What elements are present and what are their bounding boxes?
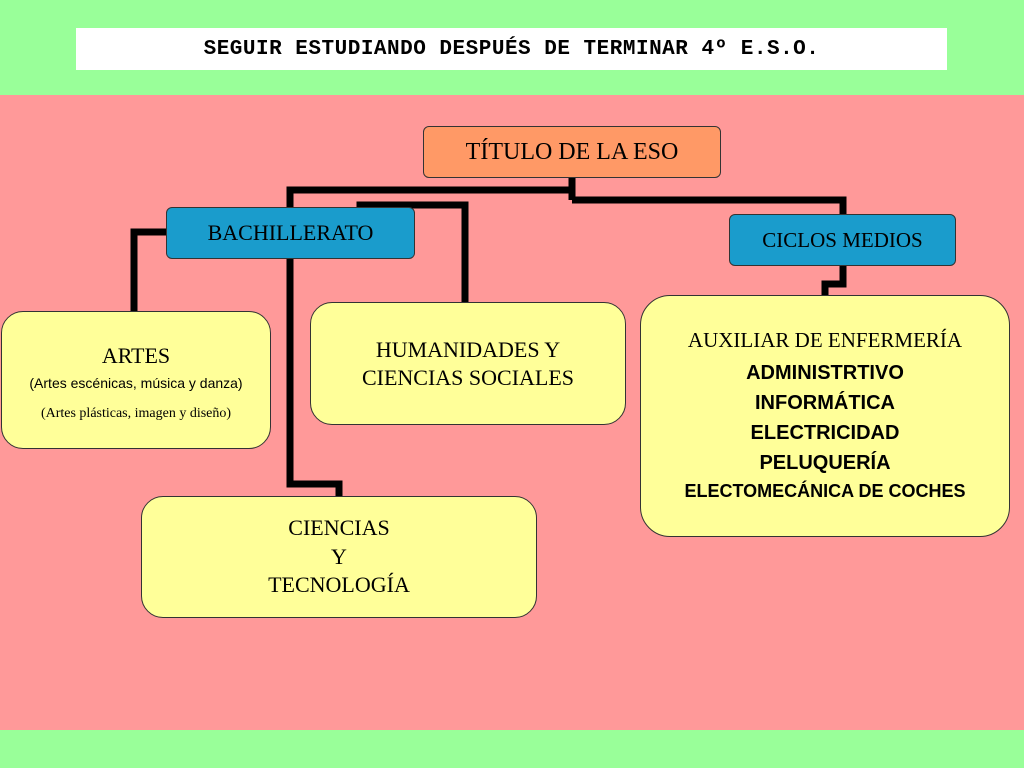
ciclo-item: PELUQUERÍA xyxy=(759,451,891,474)
connector-root-ciclos xyxy=(572,196,847,214)
artes-sub-plasticas: (Artes plásticas, imagen y diseño) xyxy=(40,405,232,421)
branch-node-ciclos-medios: CICLOS MEDIOS xyxy=(729,214,956,266)
ciclos-label: CICLOS MEDIOS xyxy=(762,227,923,252)
bachillerato-label: BACHILLERATO xyxy=(207,220,374,245)
connector-root-bachillerato xyxy=(286,186,572,207)
ciencias-line-1: CIENCIAS xyxy=(288,515,390,541)
ciclo-item: ELECTOMECÁNICA DE COCHES xyxy=(684,480,966,501)
page-title: SEGUIR ESTUDIANDO DESPUÉS DE TERMINAR 4º… xyxy=(76,28,947,70)
root-node-titulo-eso: TÍTULO DE LA ESO xyxy=(423,126,721,178)
leaf-node-ciencias: CIENCIAS Y TECNOLOGÍA xyxy=(141,496,537,618)
root-node-label: TÍTULO DE LA ESO xyxy=(465,138,679,165)
connector-bachillerato-humanidades xyxy=(356,201,469,302)
ciclo-item: ADMINISTRTIVO xyxy=(746,361,904,384)
artes-sub-escenicas: (Artes escénicas, música y danza) xyxy=(29,375,243,392)
connector-bachillerato-ciencias xyxy=(286,259,343,496)
branch-node-bachillerato: BACHILLERATO xyxy=(166,207,415,259)
leaf-node-humanidades: HUMANIDADES Y CIENCIAS SOCIALES xyxy=(310,302,626,425)
ciencias-line-2: Y xyxy=(331,543,347,569)
leaf-node-artes: ARTES (Artes escénicas, música y danza) … xyxy=(1,311,271,449)
ciclo-item: ELECTRICIDAD xyxy=(750,421,900,444)
humanidades-line-1: HUMANIDADES Y xyxy=(375,337,561,362)
connector-ciclos-modulos xyxy=(821,266,847,295)
connector-bachillerato-artes xyxy=(130,228,166,311)
ciclo-item: AUXILIAR DE ENFERMERÍA xyxy=(687,328,963,353)
leaf-node-ciclos-modulos: AUXILIAR DE ENFERMERÍA ADMINISTRTIVO INF… xyxy=(640,295,1010,537)
ciclo-item: INFORMÁTICA xyxy=(755,391,895,414)
humanidades-line-2: CIENCIAS SOCIALES xyxy=(361,364,575,390)
ciencias-line-3: TECNOLOGÍA xyxy=(268,572,410,598)
artes-label: ARTES xyxy=(101,342,171,368)
